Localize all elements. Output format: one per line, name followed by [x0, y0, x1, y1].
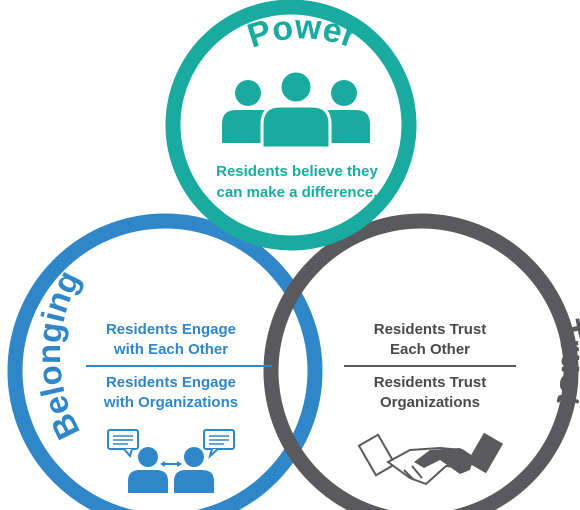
group-of-people-icon: [222, 69, 370, 150]
power-text-line-2: can make a difference.: [217, 184, 378, 201]
two-people-conversation-icon: [107, 429, 235, 493]
trust-bottom-line-2: Organizations: [380, 394, 480, 411]
trust-top-line-2: Each Other: [390, 341, 470, 358]
belonging-circle: [7, 213, 323, 510]
power-text-line-1: Residents believe they: [216, 163, 378, 180]
belonging-bottom-line-2: with Organizations: [103, 394, 238, 411]
handshake-icon: [357, 432, 504, 486]
power-circle: [165, 0, 417, 251]
belonging-top-line-1: Residents Engage: [106, 321, 236, 338]
belonging-bottom-line-1: Residents Engage: [106, 374, 236, 391]
belonging-top-line-2: with Each Other: [113, 341, 228, 358]
trust-top-line-1: Residents Trust: [374, 321, 487, 338]
power-title: Power: [243, 8, 362, 56]
trust-bottom-line-1: Residents Trust: [374, 374, 487, 391]
trust-circle: [263, 213, 579, 510]
